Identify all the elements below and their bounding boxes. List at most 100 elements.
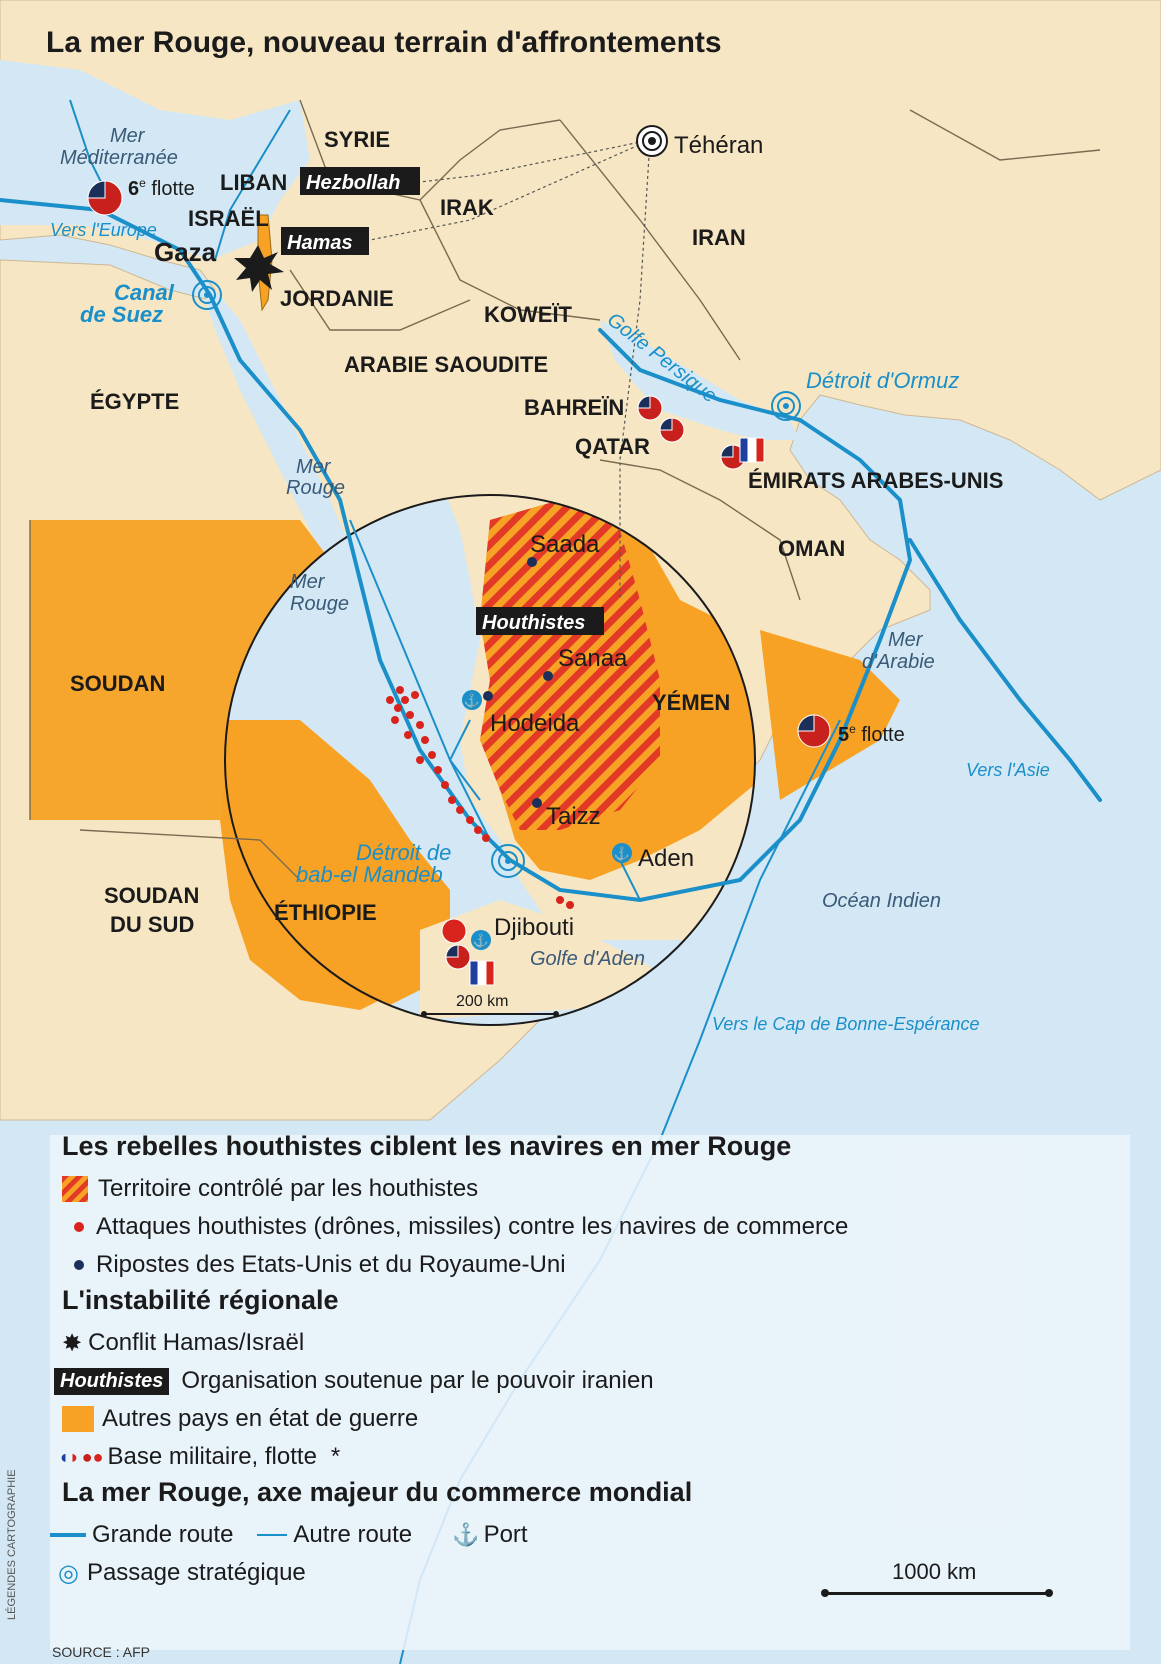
legend-scale-label: 1000 km (892, 1559, 977, 1584)
label-gaza: Gaza (154, 237, 217, 267)
legend-row-routes: Grande route Autre route ⚓ Port (50, 1519, 528, 1551)
legend-text-port: Port (483, 1521, 528, 1548)
label-jordanie: JORDANIE (280, 286, 394, 311)
riposte-dots (483, 557, 553, 808)
legend-heading-instabilite: L'instabilité régionale (62, 1285, 339, 1315)
svg-text:⚓: ⚓ (464, 693, 480, 708)
badge-hamas-bg (281, 227, 369, 255)
conflict-explosion-icon (234, 245, 284, 292)
badge-houthistes: Houthistes (482, 612, 585, 634)
label-qatar: QATAR (575, 434, 650, 459)
route-vers-asie: Vers l'Asie (966, 760, 1050, 780)
sea-rouge-1: Mer (296, 456, 332, 478)
badge-hezbollah: Hezbollah (306, 172, 400, 194)
sea-med-2: Méditerranée (60, 147, 178, 169)
legend-text-territoire: Territoire contrôlé par les houthistes (98, 1175, 479, 1202)
legend-heading-commerce: La mer Rouge, axe majeur du commerce mon… (62, 1477, 693, 1507)
legend-text-passage: Passage stratégique (86, 1559, 306, 1586)
label-soudan-sud-2: DU SUD (110, 912, 194, 937)
legend-scale-bar (824, 1592, 1049, 1595)
port-icons: ⚓ ⚓ ⚓ (462, 690, 632, 950)
legend-text-organisation: Organisation soutenue par le pouvoir ira… (181, 1367, 654, 1394)
label-sanaa: Sanaa (558, 645, 628, 672)
passage-bab-2: bab-el Mandeb (296, 862, 443, 887)
label-iran: IRAN (692, 225, 746, 250)
label-saada: Saada (530, 531, 600, 558)
label-liban: LIBAN (220, 170, 287, 195)
legend-text-autre: Autre route (293, 1521, 413, 1548)
label-koweit: KOWEÏT (484, 302, 573, 327)
sea-arabie-2: d'Arabie (862, 651, 935, 673)
label-soudan-sud-1: SOUDAN (104, 883, 199, 908)
sea-arabie-1: Mer (888, 629, 924, 651)
passage-canal-1: Canal (114, 280, 175, 305)
label-syrie: SYRIE (324, 127, 390, 152)
label-oman: OMAN (778, 536, 845, 561)
label-aden: Aden (638, 845, 694, 872)
badge-hamas: Hamas (287, 232, 353, 254)
legend-row-guerre: Autres pays en état de guerre (62, 1403, 418, 1435)
legend-row-attaques: Attaques houthistes (drônes, missiles) c… (62, 1211, 848, 1243)
legend-panel: Les rebelles houthistes ciblent les navi… (50, 1131, 1130, 1650)
iran-influence-arrows (369, 139, 651, 600)
legend-row-base: ◖ ◗ ● ● Base militaire, flotte * (58, 1441, 340, 1473)
badge-hezbollah-bg (300, 167, 420, 195)
credit-label: LÉGENDES CARTOGRAPHIE (6, 1469, 18, 1620)
legend-row-conflit: ✸ Conflit Hamas/Israël (62, 1327, 304, 1359)
legend-row-territoire: Territoire contrôlé par les houthistes (62, 1173, 478, 1205)
svg-text:⚓: ⚓ (473, 933, 489, 948)
sea-rouge-in-2: Rouge (290, 593, 349, 615)
legend-text-guerre: Autres pays en état de guerre (102, 1405, 419, 1432)
passage-bab-1: Détroit de (356, 840, 451, 865)
label-egypte: ÉGYPTE (90, 389, 179, 414)
legend-asterisk: * (330, 1443, 341, 1470)
fleet-sixth-label: 6e flotte (128, 176, 195, 200)
main-route-line-icon (50, 1533, 86, 1537)
inset-circle-border (224, 494, 756, 1026)
label-hodeida: Hodeida (490, 710, 580, 737)
route-vers-cap: Vers le Cap de Bonne-Espérance (712, 1014, 980, 1034)
flag-usa-icon: ● (81, 1446, 93, 1467)
port-icon: ⚓ (452, 1522, 480, 1547)
label-teheran: Téhéran (674, 132, 763, 159)
label-bahrein: BAHREÏN (524, 395, 624, 420)
label-irak: IRAK (440, 195, 494, 220)
riposte-dot-icon (74, 1260, 84, 1270)
legend-row-organisation: Houthistes Organisation soutenue par le … (54, 1365, 654, 1397)
legend-text-ripostes: Ripostes des Etats-Unis et du Royaume-Un… (96, 1251, 566, 1278)
label-arabie: ARABIE SAOUDITE (344, 352, 548, 377)
route-vers-europe: Vers l'Europe (50, 220, 157, 240)
strategic-passage-icons (192, 280, 801, 878)
sea-rouge-2: Rouge (286, 477, 345, 499)
inset-scale-label: 200 km (456, 993, 508, 1010)
legend-row-ripostes: Ripostes des Etats-Unis et du Royaume-Un… (62, 1249, 566, 1281)
label-emirats: ÉMIRATS ARABES-UNIS (748, 468, 1003, 493)
map-title: La mer Rouge, nouveau terrain d'affronte… (46, 26, 722, 59)
attack-dot-icon (74, 1222, 84, 1232)
sea-med-1: Mer (110, 125, 146, 147)
badge-houthistes-bg (476, 607, 604, 635)
inset-scale-bar (421, 1011, 559, 1017)
legend-text-conflit: Conflit Hamas/Israël (88, 1329, 305, 1356)
fleet-fifth-label: 5e flotte (838, 722, 905, 746)
label-ethiopie: ÉTHIOPIE (274, 900, 377, 925)
label-israel: ISRAËL (188, 206, 269, 231)
sea-rouge-in-1: Mer (290, 571, 326, 593)
legend-text-attaques: Attaques houthistes (drônes, missiles) c… (96, 1213, 849, 1240)
other-route-line-icon (257, 1534, 288, 1536)
sea-ocean: Océan Indien (822, 890, 941, 912)
passage-ormuz: Détroit d'Ormuz (806, 368, 959, 393)
legend-heading-houthis: Les rebelles houthistes ciblent les navi… (62, 1131, 792, 1161)
label-soudan: SOUDAN (70, 671, 165, 696)
sea-golfe-aden: Golfe d'Aden (530, 948, 645, 970)
legend-badge-houthistes: Houthistes (54, 1367, 170, 1395)
flag-half-red-icon: ◗ (68, 1446, 80, 1467)
legend-text-grande: Grande route (92, 1521, 234, 1548)
land-mediterranean-water (0, 60, 310, 260)
strategic-passage-icon: ◎ (58, 1559, 79, 1587)
flag-france-icon: ◖ (58, 1446, 69, 1467)
inset-houthi-hatch (480, 500, 660, 830)
land-persian-gulf-water (600, 320, 800, 440)
explosion-icon: ✸ (62, 1329, 83, 1357)
